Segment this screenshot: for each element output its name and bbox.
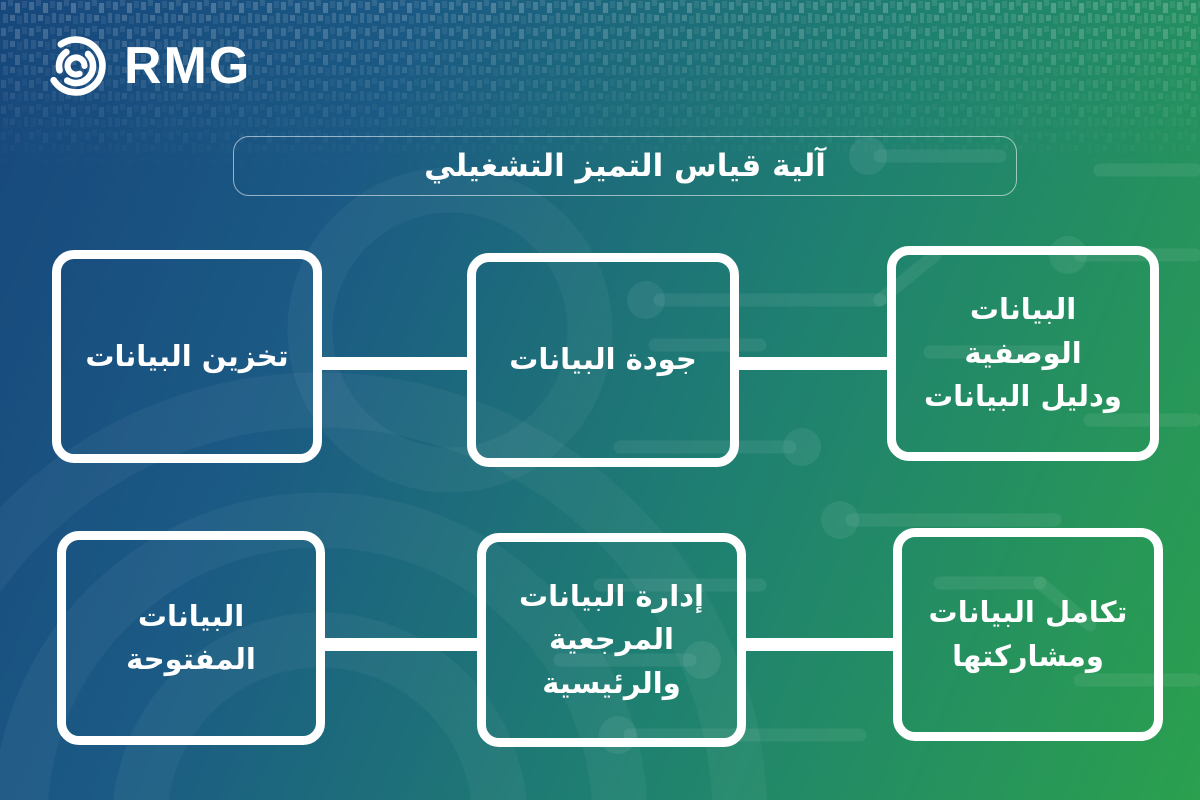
box-label: جودة البيانات <box>509 342 697 377</box>
box-reference-master-data-management: إدارة البيانات المرجعية والرئيسية <box>477 533 746 747</box>
page-title: آلية قياس التميز التشغيلي <box>424 148 826 184</box>
rmg-logo-icon <box>46 36 106 96</box>
box-label: تكامل البيانات ومشاركتها <box>928 595 1128 673</box>
connector-line <box>740 638 900 651</box>
box-data-integration-sharing: تكامل البيانات ومشاركتها <box>893 528 1163 741</box>
brand-name: RMG <box>124 37 252 95</box>
title-box: آلية قياس التميز التشغيلي <box>233 136 1017 196</box>
box-label: البيانات المفتوحة <box>126 598 256 677</box>
box-data-storage: تخزين البيانات <box>52 250 322 463</box>
connector-line <box>315 357 475 370</box>
box-label: تخزين البيانات <box>85 338 289 373</box>
box-metadata-and-data-catalog: البيانات الوصفية ودليل البيانات <box>887 246 1159 461</box>
rmg-logo: RMG <box>42 32 251 100</box>
connector-line <box>732 357 895 370</box>
box-label: البيانات الوصفية ودليل البيانات <box>924 292 1122 414</box>
connector-line <box>318 638 485 651</box>
box-open-data: البيانات المفتوحة <box>57 531 325 745</box>
box-label: إدارة البيانات المرجعية والرئيسية <box>519 578 704 700</box>
box-data-quality: جودة البيانات <box>467 253 739 467</box>
